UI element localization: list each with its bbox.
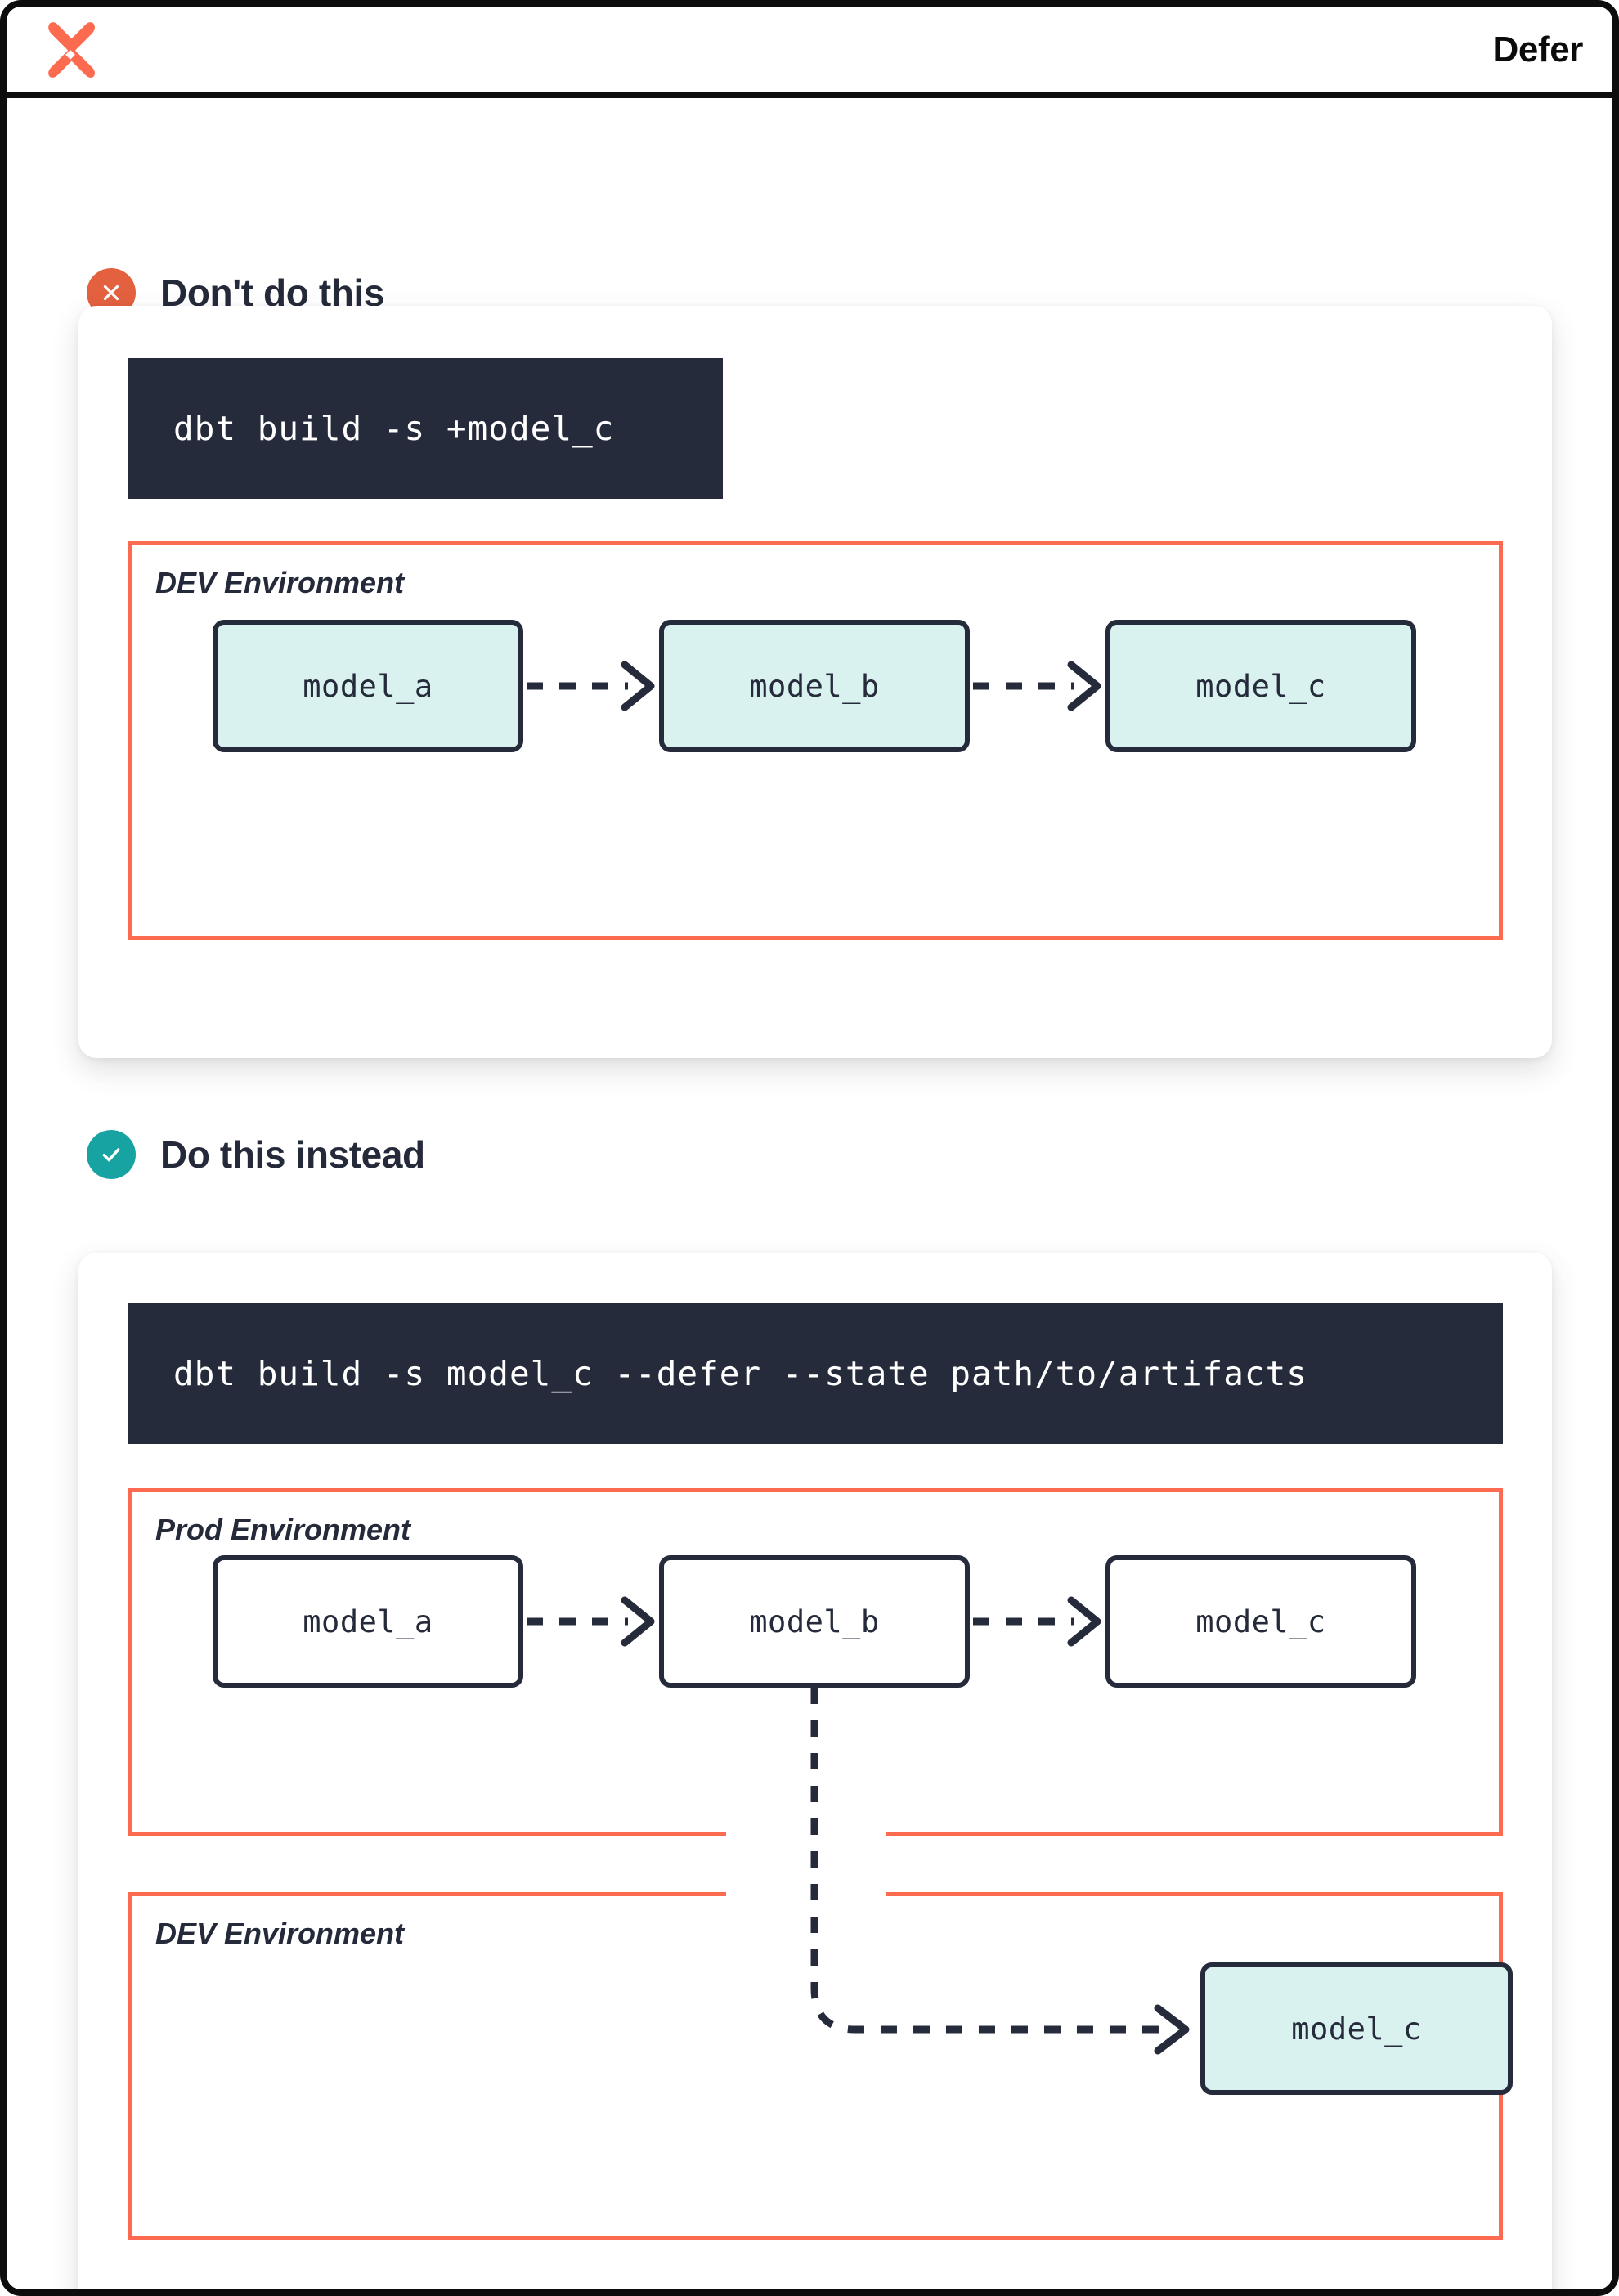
env-border-gap-prod <box>726 1825 886 1843</box>
model-node-dev-model-c-deferred[interactable]: model_c <box>1200 1962 1513 2095</box>
env-label-dev-dont: DEV Environment <box>155 566 405 599</box>
check-circle-icon <box>87 1130 136 1179</box>
env-label-dev-do: DEV Environment <box>155 1917 405 1950</box>
model-node-dev-model-c[interactable]: model_c <box>1105 620 1416 752</box>
code-block-dont: dbt build -s +model_c <box>128 358 723 499</box>
env-border-gap-dev <box>726 1887 886 1905</box>
dbt-logo-icon <box>43 20 103 80</box>
model-node-prod-model-c[interactable]: model_c <box>1105 1555 1416 1688</box>
section-heading-label: Do this instead <box>160 1133 425 1176</box>
content-canvas: Don't do this dbt build -s +model_c DEV … <box>7 98 1612 2289</box>
section-heading-do: Do this instead <box>87 1130 425 1179</box>
env-label-prod: Prod Environment <box>155 1513 411 1546</box>
card-dont-do-this: dbt build -s +model_c DEV Environment mo… <box>78 306 1552 1058</box>
env-box-dev-dont <box>128 541 1503 940</box>
model-node-dev-model-a[interactable]: model_a <box>213 620 523 752</box>
model-node-prod-model-b[interactable]: model_b <box>659 1555 970 1688</box>
app-header: Defer <box>7 7 1612 98</box>
model-node-dev-model-b[interactable]: model_b <box>659 620 970 752</box>
page-title: Defer <box>1492 29 1584 70</box>
model-node-prod-model-a[interactable]: model_a <box>213 1555 523 1688</box>
card-do-this-instead: dbt build -s model_c --defer --state pat… <box>78 1253 1552 2289</box>
code-block-do: dbt build -s model_c --defer --state pat… <box>128 1303 1503 1444</box>
